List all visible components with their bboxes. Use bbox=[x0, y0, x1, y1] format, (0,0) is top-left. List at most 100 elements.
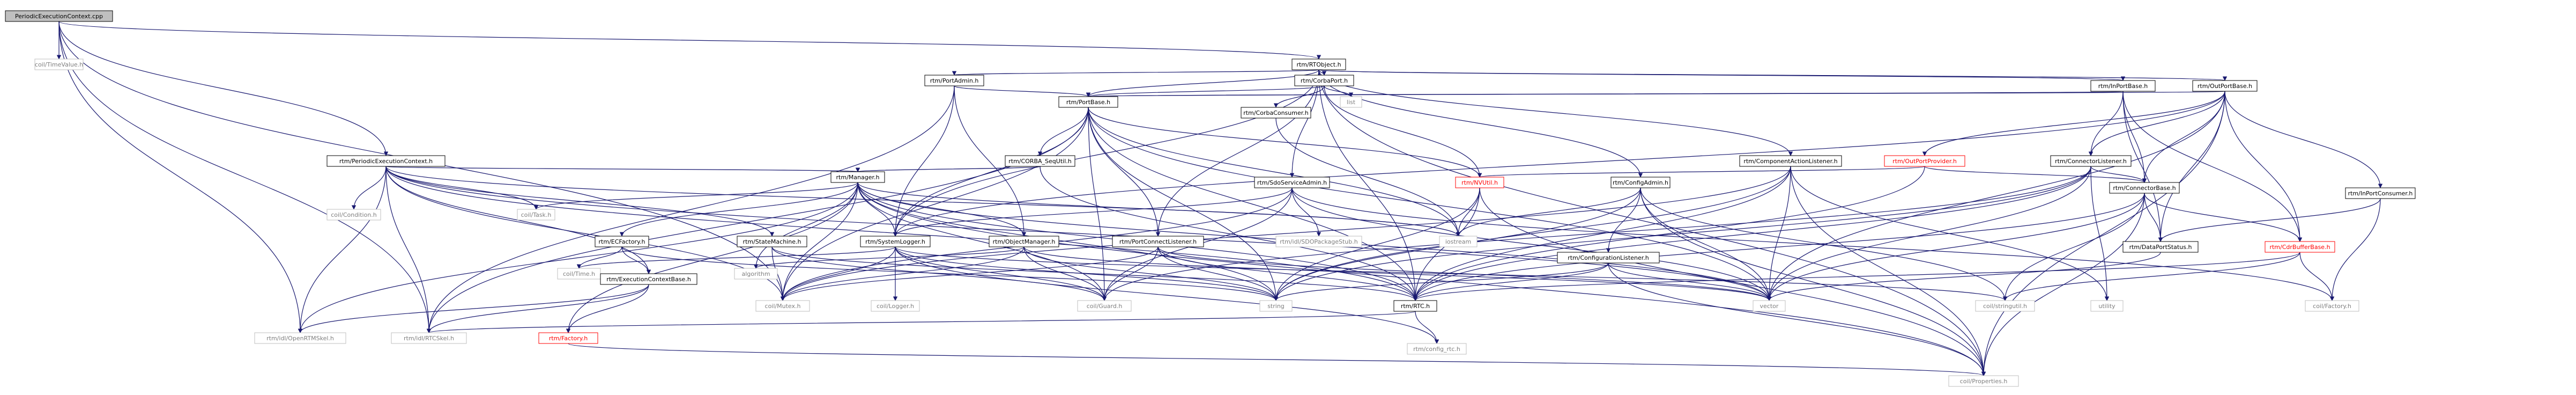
edge-manager-to-openrtmskel bbox=[298, 182, 858, 333]
node-inportconsumer[interactable]: rtm/InPortConsumer.h bbox=[2345, 187, 2416, 199]
node-nvutil[interactable]: rtm/NVUtil.h bbox=[1455, 177, 1504, 188]
edge-connbase-to-dataportstatus bbox=[2144, 193, 2163, 242]
edge-portadmin-to-systemlogger bbox=[893, 85, 955, 237]
node-connbase[interactable]: rtm/ConnectorBase.h bbox=[2109, 182, 2180, 194]
edge-conflistener-to-string bbox=[1273, 262, 1609, 301]
node-box bbox=[989, 236, 1059, 247]
edge-systemlogger-to-mutex bbox=[780, 246, 896, 301]
node-label: rtm/ConfigAdmin.h bbox=[1613, 179, 1668, 186]
node-statemachine[interactable]: rtm/StateMachine.h bbox=[737, 236, 807, 247]
edge-pec_h-to-statemachine bbox=[385, 166, 775, 237]
node-manager[interactable]: rtm/Manager.h bbox=[830, 171, 885, 183]
node-outportprovider[interactable]: rtm/OutPortProvider.h bbox=[1884, 155, 1965, 167]
node-connlistener[interactable]: rtm/ConnectorListener.h bbox=[2050, 155, 2132, 167]
node-box bbox=[1557, 252, 1660, 264]
edge-portbase-to-string bbox=[1088, 107, 1279, 301]
node-portbase[interactable]: rtm/PortBase.h bbox=[1058, 96, 1118, 108]
edge-manager-to-task bbox=[533, 182, 858, 210]
node-corbaport[interactable]: rtm/CorbaPort.h bbox=[1294, 75, 1354, 86]
node-rtc[interactable]: rtm/RTC.h bbox=[1393, 300, 1437, 312]
node-label: coil/Logger.h bbox=[877, 303, 914, 310]
edge-portbase-to-corba_sequtil bbox=[1037, 107, 1089, 156]
node-label: rtm/StateMachine.h bbox=[743, 238, 801, 245]
node-logger: coil/Logger.h bbox=[871, 300, 920, 312]
edge-connlistener-to-string bbox=[1273, 166, 2091, 301]
node-root[interactable]: PeriodicExecutionContext.cpp bbox=[5, 10, 113, 22]
node-sdoadmin[interactable]: rtm/SdoServiceAdmin.h bbox=[1254, 177, 1330, 188]
edge-corbaport-to-nvutil bbox=[1324, 85, 1482, 178]
node-label: rtm/ConnectorListener.h bbox=[2055, 158, 2127, 165]
edge-pec_h-to-rtc bbox=[385, 166, 1418, 301]
node-label: rtm/config_rtc.h bbox=[1413, 346, 1460, 353]
edge-connlistener-to-rtc bbox=[1413, 166, 2091, 301]
edge-manager-to-string bbox=[857, 182, 1279, 301]
edge-sdoadmin-to-sdopkg bbox=[1291, 187, 1322, 237]
node-outportbase[interactable]: rtm/OutPortBase.h bbox=[2192, 80, 2258, 92]
node-factory-rtm[interactable]: rtm/Factory.h bbox=[538, 332, 598, 344]
edge-manager-to-factory_rtm bbox=[566, 182, 858, 333]
node-label: coil/Task.h bbox=[521, 211, 552, 218]
node-box bbox=[1291, 58, 1346, 70]
node-label: rtm/idl/RTCSkel.h bbox=[404, 335, 454, 342]
edge-conflistener-to-vector bbox=[1608, 262, 1772, 301]
node-portconnlistener[interactable]: rtm/PortConnectListener.h bbox=[1112, 236, 1204, 247]
node-label: rtm/SdoServiceAdmin.h bbox=[1257, 179, 1327, 186]
node-box bbox=[1455, 177, 1504, 188]
node-timevalue: coil/TimeValue.h bbox=[34, 58, 84, 70]
edge-rtc-to-rtcskel bbox=[427, 311, 1416, 333]
node-ecfactory[interactable]: rtm/ECFactory.h bbox=[595, 236, 649, 247]
node-portadmin[interactable]: rtm/PortAdmin.h bbox=[924, 75, 984, 86]
node-objmanager[interactable]: rtm/ObjectManager.h bbox=[989, 236, 1059, 247]
node-systemlogger[interactable]: rtm/SystemLogger.h bbox=[860, 236, 931, 247]
node-label: rtm/ECFactory.h bbox=[599, 238, 645, 245]
node-ecbase[interactable]: rtm/ExecutionContextBase.h bbox=[600, 273, 697, 285]
node-rtobject[interactable]: rtm/RTObject.h bbox=[1291, 58, 1346, 70]
node-corbaconsumer[interactable]: rtm/CorbaConsumer.h bbox=[1241, 107, 1311, 119]
node-inportbase[interactable]: rtm/InPortBase.h bbox=[2090, 80, 2156, 92]
node-list: list bbox=[1340, 96, 1362, 108]
edge-sdoadmin-to-vector bbox=[1291, 187, 1772, 301]
edge-portconnlistener-to-mutex bbox=[780, 246, 1159, 301]
node-corba-sequtil[interactable]: rtm/CORBA_SeqUtil.h bbox=[1005, 155, 1075, 167]
edge-objmanager-to-guard bbox=[1023, 246, 1107, 301]
node-label: rtm/Factory.h bbox=[549, 335, 588, 342]
edge-outportprovider-to-nvutil bbox=[1478, 166, 1925, 178]
node-complistener[interactable]: rtm/ComponentActionListener.h bbox=[1739, 155, 1842, 167]
node-box bbox=[254, 332, 346, 344]
node-openrtmskel: rtm/idl/OpenRTMSkel.h bbox=[254, 332, 346, 344]
node-vector: vector bbox=[1753, 300, 1786, 312]
node-box bbox=[517, 209, 555, 221]
node-cdrbuffer[interactable]: rtm/CdrBufferBase.h bbox=[2265, 241, 2335, 253]
edge-manager-to-mutex bbox=[780, 182, 858, 301]
node-label: rtm/CorbaPort.h bbox=[1301, 77, 1348, 84]
edge-cdrbuffer-to-factory_coil bbox=[2299, 252, 2335, 301]
edge-portbase-to-rtcskel bbox=[426, 107, 1089, 333]
edge-nvutil-to-properties bbox=[1479, 187, 1986, 376]
edge-nvutil-to-iostream bbox=[1456, 187, 1480, 237]
edge-rtobject-to-sdoadmin bbox=[1289, 69, 1319, 178]
node-label: coil/TimeValue.h bbox=[35, 61, 83, 68]
edge-systemlogger-to-time bbox=[577, 246, 896, 269]
edge-root-to-rtobject bbox=[58, 21, 1321, 60]
node-pec-h[interactable]: rtm/PeriodicExecutionContext.h bbox=[326, 155, 446, 167]
node-dataportstatus[interactable]: rtm/DataPortStatus.h bbox=[2122, 241, 2199, 253]
edge-portbase-to-nvutil bbox=[1088, 107, 1482, 178]
node-box bbox=[1058, 96, 1118, 108]
edge-portbase-to-guard bbox=[1088, 107, 1107, 301]
edge-objmanager-to-mutex bbox=[780, 246, 1025, 301]
node-stringutil: coil/stringutil.h bbox=[1975, 300, 2035, 312]
node-configadmin[interactable]: rtm/ConfigAdmin.h bbox=[1610, 177, 1671, 188]
edge-inportbase-to-connlistener bbox=[2088, 91, 2124, 156]
node-box bbox=[595, 236, 649, 247]
edge-portbase-to-rtc bbox=[1088, 107, 1418, 301]
node-box bbox=[737, 236, 807, 247]
node-box bbox=[538, 332, 598, 344]
node-conflistener[interactable]: rtm/ConfigurationListener.h bbox=[1557, 252, 1660, 264]
dependency-nodes: PeriodicExecutionContext.cpp coil/TimeVal… bbox=[5, 10, 2416, 387]
edge-configadmin-to-conflistener bbox=[1606, 187, 1641, 253]
edge-sdoadmin-to-systemlogger bbox=[893, 187, 1293, 237]
edge-outportbase-to-outportprovider bbox=[1922, 91, 2225, 156]
edge-corbaport-to-portbase bbox=[1086, 85, 1325, 97]
node-box bbox=[600, 273, 697, 285]
node-condition: coil/Condition.h bbox=[326, 209, 381, 221]
